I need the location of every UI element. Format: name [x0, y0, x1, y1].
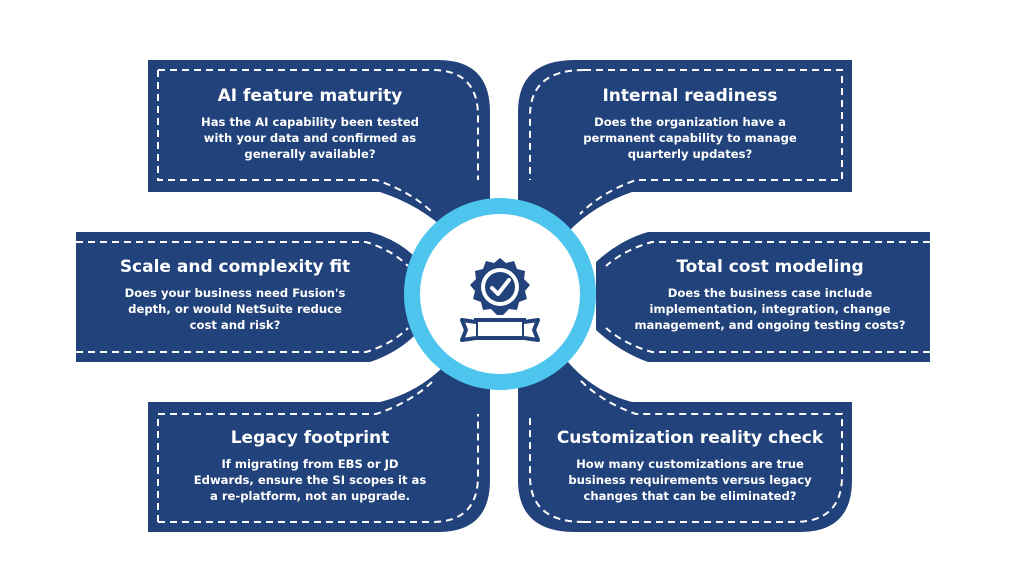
- card-line: Does your business need Fusion's: [124, 286, 346, 300]
- card-shape-scale-and-complexity-fit: [76, 232, 420, 362]
- dashed-border-ai-feature-maturity: [157, 69, 479, 215]
- dashed-border-customization-reality-check: [529, 379, 843, 523]
- card-line: changes that can be eliminated?: [583, 489, 797, 503]
- card-description: Does the organization have a permanent c…: [540, 114, 840, 162]
- card-title: Legacy footprint: [230, 428, 390, 448]
- card-line: generally available?: [244, 147, 376, 161]
- card-title: Customization reality check: [556, 428, 824, 448]
- dashed-border-total-cost-modeling: [605, 241, 930, 353]
- card-line: cost and risk?: [189, 318, 281, 332]
- card-line: permanent capability to manage: [583, 131, 797, 145]
- dashed-border-legacy-footprint: [157, 379, 479, 523]
- center-circle: [420, 214, 580, 374]
- center-ring: [404, 198, 596, 390]
- card-description: Does the business case include implement…: [610, 285, 930, 333]
- card-line: How many customizations are true: [576, 457, 804, 471]
- card-shape-legacy-footprint: [148, 362, 490, 532]
- award-badge-checkmark-icon: [460, 258, 540, 342]
- dashed-border-internal-readiness: [529, 69, 843, 215]
- card-line: If migrating from EBS or JD: [221, 457, 399, 471]
- card-line: depth, or would NetSuite reduce: [128, 302, 342, 316]
- card-description: How many customizations are true busines…: [540, 456, 840, 504]
- card-shape-customization-reality-check: [518, 362, 852, 532]
- card-shape-internal-readiness: [518, 60, 852, 232]
- card-legacy-footprint: Legacy footprint If migrating from EBS o…: [160, 428, 460, 504]
- card-title: Total cost modeling: [676, 257, 864, 277]
- card-line: Does the organization have a: [594, 115, 786, 129]
- card-line: Does the business case include: [667, 286, 873, 300]
- card-line: business requirements versus legacy: [568, 473, 812, 487]
- card-description: Does your business need Fusion's depth, …: [76, 285, 394, 333]
- card-scale-and-complexity-fit: Scale and complexity fit Does your busin…: [76, 257, 394, 333]
- card-total-cost-modeling: Total cost modeling Does the business ca…: [610, 257, 930, 333]
- card-line: with your data and confirmed as: [203, 131, 417, 145]
- card-line: a re-platform, not an upgrade.: [209, 489, 410, 503]
- card-line: Edwards, ensure the SI scopes it as: [193, 473, 427, 487]
- card-title: Internal readiness: [602, 86, 778, 106]
- card-customization-reality-check: Customization reality check How many cus…: [540, 428, 840, 504]
- card-title: Scale and complexity fit: [119, 257, 351, 277]
- card-shape-ai-feature-maturity: [148, 60, 490, 232]
- card-description: If migrating from EBS or JD Edwards, ens…: [160, 456, 460, 504]
- card-line: quarterly updates?: [627, 147, 753, 161]
- card-description: Has the AI capability been tested with y…: [160, 114, 460, 162]
- dashed-border-scale-and-complexity-fit: [76, 241, 409, 353]
- card-title: AI feature maturity: [217, 86, 403, 106]
- card-line: Has the AI capability been tested: [201, 115, 419, 129]
- card-ai-feature-maturity: AI feature maturity Has the AI capabilit…: [160, 86, 460, 162]
- card-line: management, and ongoing testing costs?: [634, 318, 906, 332]
- card-shape-total-cost-modeling: [596, 232, 930, 362]
- card-line: implementation, integration, change: [649, 302, 891, 316]
- card-internal-readiness: Internal readiness Does the organization…: [540, 86, 840, 162]
